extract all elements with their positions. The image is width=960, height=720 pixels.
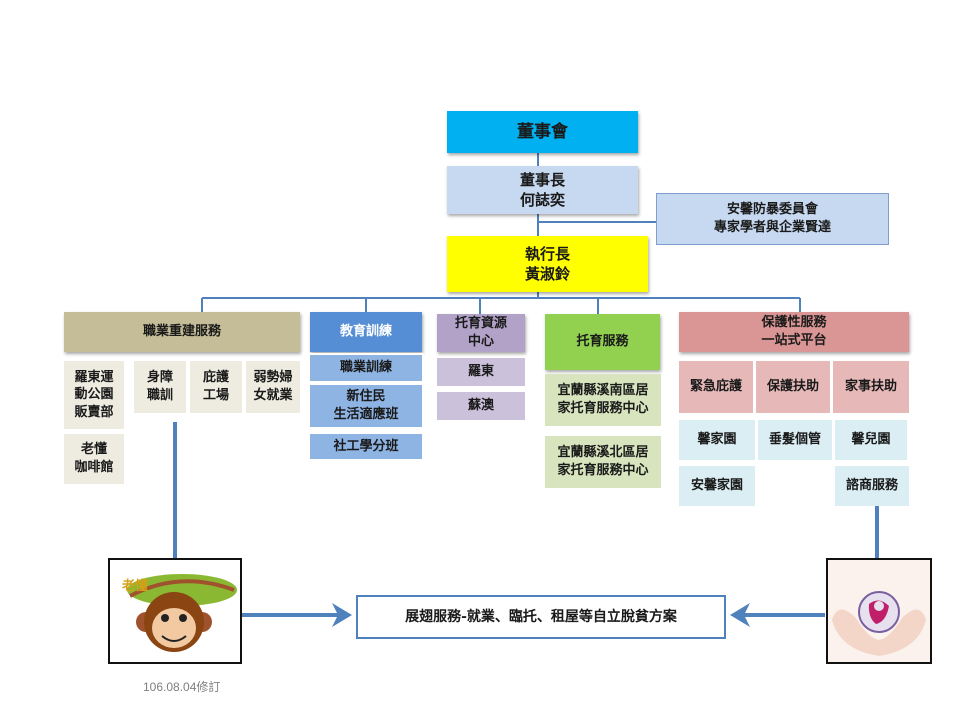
vocational-item: 羅東運 動公園 販賣部 (64, 361, 124, 429)
protective-item: 馨家園 (679, 420, 755, 460)
final-program-box: 展翅服務-就業、臨托、租屋等自立脫貧方案 (356, 595, 726, 639)
vocational-item: 身障 職訓 (134, 361, 186, 413)
protective-item: 家事扶助 (833, 361, 909, 413)
childcare-resource-header: 托育資源 中心 (437, 314, 525, 352)
monkey-logo-icon: 老懂 (121, 574, 237, 652)
committee-box: 安馨防暴委員會 專家學者與企業賢達 (656, 193, 889, 245)
arrow-left-icon (730, 603, 750, 627)
childcare-resource-item: 羅東 (437, 358, 525, 386)
vocational-item: 庇護 工場 (190, 361, 242, 413)
education-item: 職業訓練 (308, 353, 424, 383)
monkey-logo-frame: 老懂 (108, 558, 242, 664)
protective-item: 保護扶助 (756, 361, 830, 413)
chairman-box: 董事長 何誌奕 (447, 166, 638, 214)
protective-item: 諮商服務 (835, 466, 909, 506)
hands-globe-frame (826, 558, 932, 664)
protective-item: 緊急庇護 (679, 361, 753, 413)
education-item: 社工學分班 (308, 432, 424, 461)
arrow-right-icon (332, 603, 352, 627)
vocational-header: 職業重建服務 (64, 312, 300, 352)
education-item: 新住民 生活適應班 (308, 383, 424, 429)
hands-globe-icon (828, 560, 930, 662)
revision-date: 106.08.04修訂 (143, 680, 221, 694)
vocational-item: 弱勢婦 女就業 (246, 361, 300, 413)
logo-text: 老懂 (121, 578, 148, 594)
protective-item: 垂髮個管 (758, 420, 832, 460)
ceo-box: 執行長 黃淑鈴 (447, 236, 648, 292)
education-header: 教育訓練 (310, 312, 422, 352)
board-box: 董事會 (447, 111, 638, 153)
protective-item: 安馨家園 (679, 466, 755, 506)
vocational-item: 老懂 咖啡館 (64, 434, 124, 484)
protective-header: 保護性服務 一站式平台 (679, 312, 909, 352)
childcare-header: 托育服務 (545, 314, 660, 370)
childcare-item: 宜蘭縣溪北區居 家托育服務中心 (545, 436, 661, 488)
childcare-resource-item: 蘇澳 (437, 392, 525, 420)
childcare-item: 宜蘭縣溪南區居 家托育服務中心 (545, 374, 661, 426)
protective-item: 馨兒園 (835, 420, 907, 460)
